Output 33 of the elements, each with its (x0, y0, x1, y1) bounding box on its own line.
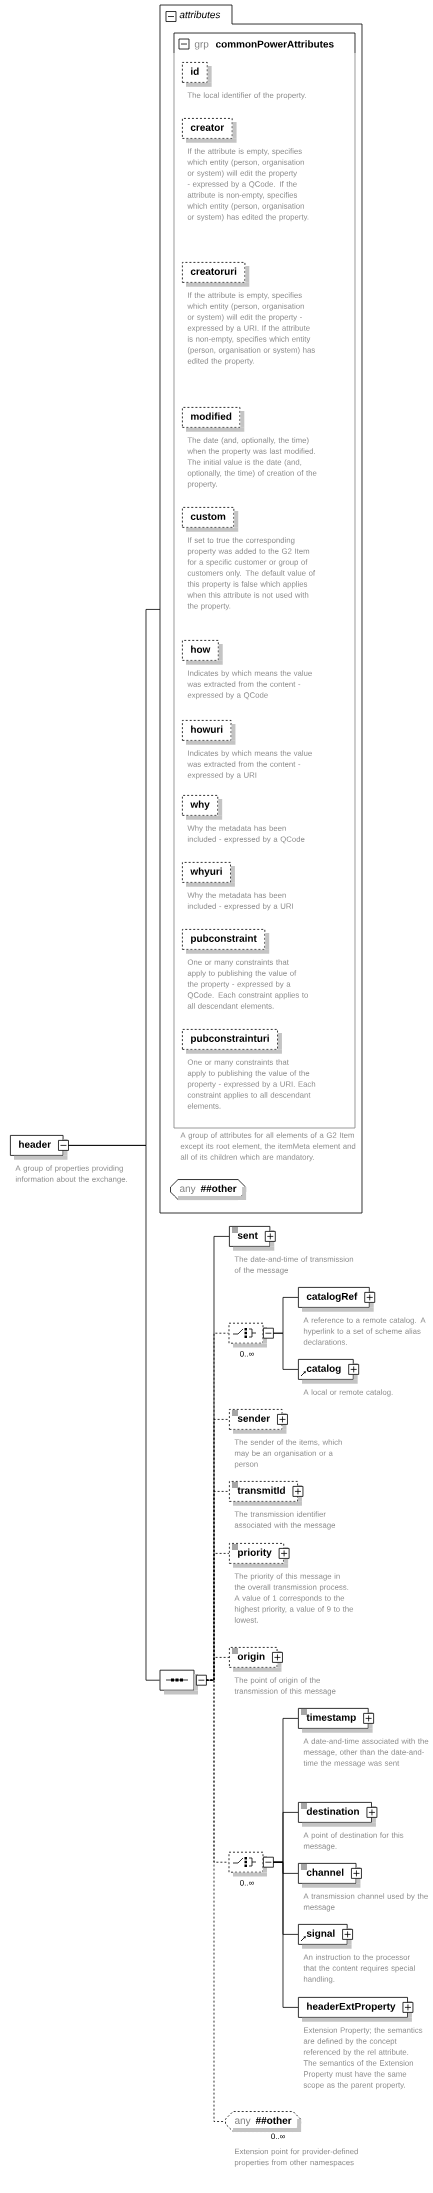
attribute-box: why (182, 795, 223, 820)
element-box: catalog (298, 1359, 358, 1384)
connector-line (273, 1861, 299, 2008)
attribute-box: how (182, 640, 223, 665)
element-box: destination (298, 1802, 376, 1827)
wildcard-box: any ##other (170, 1179, 247, 1201)
element-box: origin (229, 1647, 282, 1672)
attribute-box: modified (182, 407, 245, 432)
element-box: headerExtProperty (298, 1997, 412, 2022)
attribute-box: id (182, 62, 212, 87)
attribute-box: pubconstraint (182, 929, 270, 954)
element-box: signal (298, 1924, 352, 1949)
element-box: priority (229, 1543, 289, 1568)
element-box: sent (229, 1226, 275, 1251)
element-box: sender (229, 1409, 287, 1434)
connector-line (273, 1332, 299, 1370)
attribute-box: howuri (182, 720, 236, 745)
element-box: channel (298, 1863, 361, 1888)
element-box: timestamp (298, 1708, 373, 1733)
element-box: transmitId (229, 1481, 302, 1506)
choice-compositor (228, 1322, 274, 1348)
element-box: header (10, 1135, 69, 1160)
attribute-box: creatoruri (182, 262, 250, 287)
attribute-box: pubconstrainturi (182, 1029, 282, 1054)
wildcard-box: any ##other (225, 2111, 302, 2133)
attribute-box: creator (182, 118, 237, 143)
sequence-compositor (159, 1669, 207, 1695)
choice-compositor (228, 1851, 274, 1877)
attribute-box: custom (182, 507, 239, 532)
attribute-box: whyuri (182, 862, 235, 887)
connector-line (206, 1236, 230, 1681)
connector-line (68, 1145, 160, 1681)
element-box: catalogRef (298, 1287, 374, 1312)
